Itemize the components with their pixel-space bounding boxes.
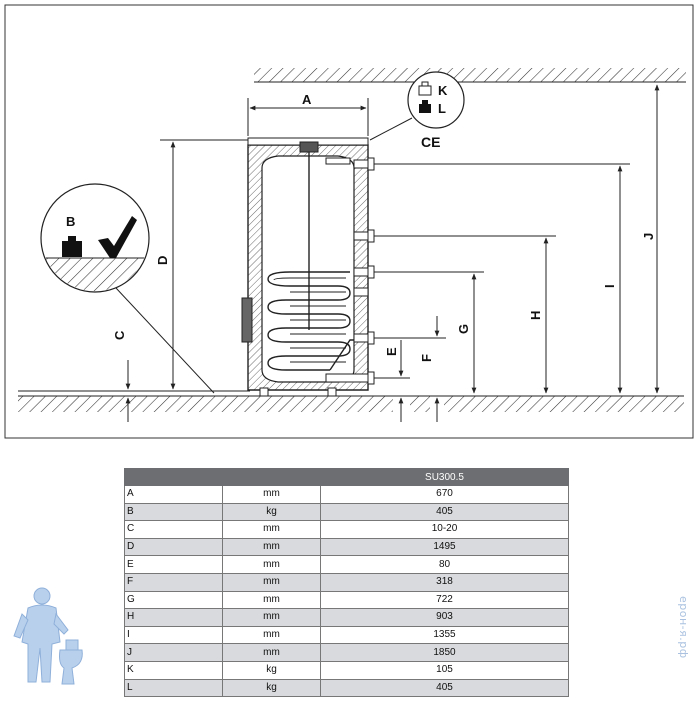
header-cell <box>222 468 321 486</box>
weight-callout: K L <box>369 71 465 141</box>
header-model: SU300.5 <box>320 468 569 486</box>
value-cell: 670 <box>320 485 569 504</box>
unit-cell: mm <box>222 520 321 539</box>
param-cell: G <box>124 590 223 610</box>
empty-weight-icon <box>418 81 432 96</box>
plumber-with-toilet-icon <box>13 587 83 685</box>
heating-coil <box>267 271 360 371</box>
param-cell: H <box>124 608 223 627</box>
value-cell: 1850 <box>320 643 569 662</box>
floor <box>18 390 684 412</box>
value-cell: 722 <box>320 590 569 610</box>
unit-cell: mm <box>222 625 321 645</box>
checkmark-icon <box>98 216 137 258</box>
label-C: C <box>112 330 127 340</box>
param-cell: B <box>124 502 223 522</box>
unit-cell: mm <box>222 643 321 662</box>
unit-cell: mm <box>222 572 321 592</box>
unit-cell: mm <box>222 485 321 504</box>
dimension-labels: A D C J I H G F E <box>112 92 656 362</box>
unit-cell: kg <box>222 660 321 680</box>
unit-cell: mm <box>222 537 321 557</box>
value-cell: 318 <box>320 572 569 592</box>
ce-mark: CE <box>421 134 440 150</box>
table-header-row: SU300.5 <box>124 468 569 486</box>
label-D: D <box>155 256 170 265</box>
side-flange <box>241 297 253 343</box>
water-heater-dimension-diagram: A D C J I H G F E K L CE <box>4 4 694 439</box>
unit-cell: kg <box>222 502 321 522</box>
param-cell: E <box>124 555 223 574</box>
label-K: K <box>438 83 448 98</box>
tank <box>241 137 369 397</box>
value-cell: 80 <box>320 555 569 574</box>
label-F: F <box>419 354 434 362</box>
pipe-connections <box>325 157 375 385</box>
dimension-lines <box>125 84 660 422</box>
label-J: J <box>641 233 656 240</box>
unit-cell: mm <box>222 608 321 627</box>
label-A: A <box>302 92 312 107</box>
ceiling <box>254 68 686 83</box>
param-cell: L <box>124 678 223 698</box>
label-G: G <box>456 324 471 334</box>
param-cell: K <box>124 660 223 680</box>
header-cell <box>124 468 223 486</box>
watermark-text: ерон-я.рф <box>677 596 690 659</box>
value-cell: 1355 <box>320 625 569 645</box>
label-B: B <box>66 214 75 229</box>
unit-cell: mm <box>222 590 321 610</box>
unit-cell: mm <box>222 555 321 574</box>
full-weight-icon <box>419 100 431 113</box>
value-cell: 405 <box>320 502 569 522</box>
value-cell: 105 <box>320 660 569 680</box>
value-cell: 1495 <box>320 537 569 557</box>
param-cell: C <box>124 520 223 539</box>
floor-load-callout: B <box>40 183 215 394</box>
label-L: L <box>438 101 446 116</box>
label-E: E <box>384 347 399 356</box>
value-cell: 405 <box>320 678 569 698</box>
label-H: H <box>528 311 543 320</box>
param-cell: I <box>124 625 223 645</box>
param-cell: J <box>124 643 223 662</box>
param-cell: D <box>124 537 223 557</box>
unit-cell: kg <box>222 678 321 698</box>
top-fitting <box>299 141 319 153</box>
label-I: I <box>602 284 617 288</box>
weight-block-icon <box>62 236 82 257</box>
param-cell: F <box>124 572 223 592</box>
value-cell: 903 <box>320 608 569 627</box>
param-cell: A <box>124 485 223 504</box>
value-cell: 10-20 <box>320 520 569 539</box>
